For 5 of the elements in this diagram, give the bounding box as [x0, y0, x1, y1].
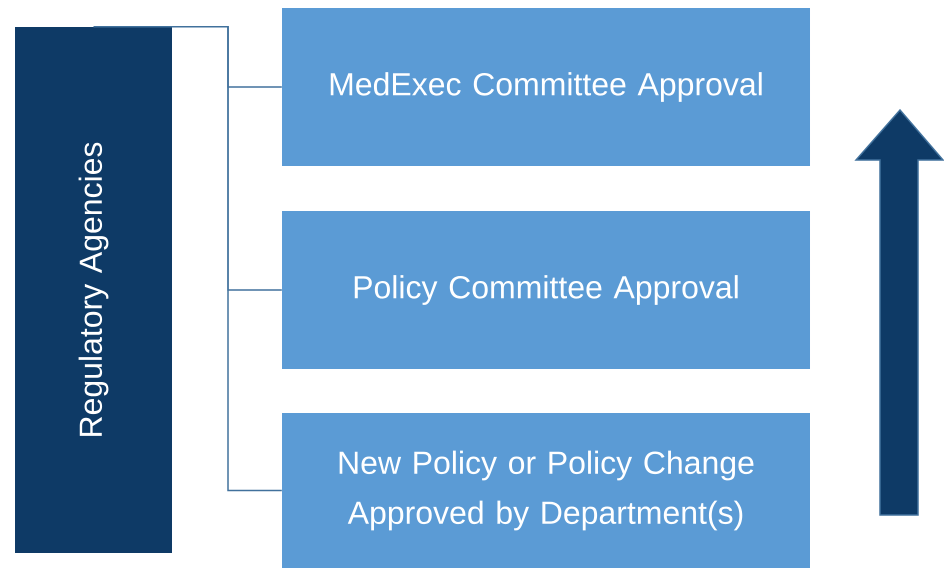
connector-line: [94, 26, 282, 492]
agency-bar: Regulatory Agencies: [15, 27, 172, 553]
process-box: Policy Committee Approval: [282, 211, 810, 369]
process-box: New Policy or Policy Change Approved by Department(s): [282, 413, 810, 568]
process-box: MedExec Committee Approval: [282, 8, 810, 166]
